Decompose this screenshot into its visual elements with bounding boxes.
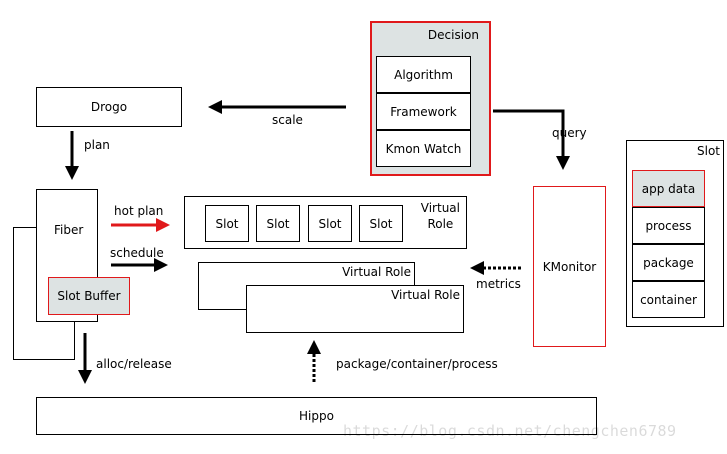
slot-3: Slot	[308, 205, 352, 242]
query-arrow	[493, 109, 570, 170]
virtual-role-front-label: Virtual Role	[391, 288, 460, 302]
hippo-box: Hippo	[36, 397, 597, 435]
decision-item-kmon-watch: Kmon Watch	[376, 130, 471, 167]
virtual-role-slots-label: Virtual Role	[420, 201, 460, 231]
metrics-arrow	[470, 261, 521, 275]
hippo-label: Hippo	[299, 409, 334, 423]
fiber-label: Fiber	[54, 223, 84, 237]
slot-panel-app-data: app data	[632, 170, 705, 207]
hot-plan-label: hot plan	[114, 204, 164, 218]
package-container-process-arrow	[307, 340, 321, 382]
slot-1: Slot	[205, 205, 249, 242]
slot-buffer-box: Slot Buffer	[48, 277, 130, 315]
hot-plan-arrow	[111, 218, 170, 232]
virtual-role-back-label: Virtual Role	[342, 265, 411, 279]
watermark: https://blog.csdn.net/chengchen6789	[343, 422, 677, 440]
virtual-role-front-box: Virtual Role	[246, 285, 464, 333]
alloc-release-arrow	[78, 333, 92, 384]
plan-arrow	[65, 131, 79, 180]
schedule-label: schedule	[110, 246, 164, 260]
scale-arrow	[208, 100, 346, 114]
decision-title: Decision	[427, 28, 479, 42]
metrics-label: metrics	[476, 277, 521, 291]
decision-item-algorithm: Algorithm	[376, 56, 471, 93]
slot-panel-container: container	[632, 281, 705, 318]
slot-4: Slot	[359, 205, 403, 242]
slot-2: Slot	[256, 205, 300, 242]
drogo-box: Drogo	[36, 87, 182, 127]
kmonitor-box: KMonitor	[533, 186, 606, 347]
scale-label: scale	[272, 113, 303, 127]
kmonitor-label: KMonitor	[542, 259, 597, 274]
query-label: query	[552, 126, 587, 140]
slot-buffer-label: Slot Buffer	[57, 289, 121, 303]
plan-label: plan	[84, 138, 110, 152]
alloc-release-label: alloc/release	[96, 357, 172, 371]
slot-panel-package: package	[632, 244, 705, 281]
schedule-arrow	[111, 258, 168, 272]
slot-panel-process: process	[632, 207, 705, 244]
slot-panel-title: Slot	[697, 144, 720, 158]
decision-item-framework: Framework	[376, 93, 471, 130]
drogo-label: Drogo	[90, 100, 128, 114]
package-container-process-label: package/container/process	[336, 357, 498, 371]
